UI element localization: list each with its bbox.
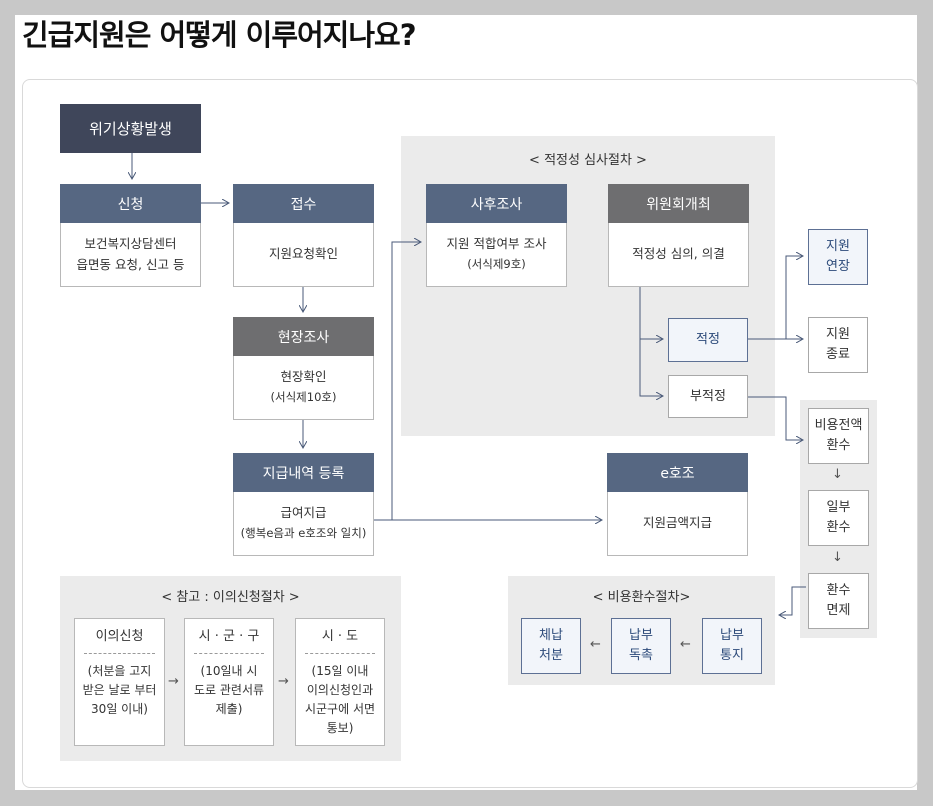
field-survey-line1: 현장확인	[280, 369, 327, 384]
refund-panel-title: < 비용환수절차>	[592, 590, 691, 605]
objection-step-2-header: 시 · 군 · 구	[198, 629, 260, 644]
objection-step-2-line1: (10일내 시	[200, 664, 258, 678]
start-box: 위기상황발생	[60, 104, 201, 153]
end-box: 지원 종료	[808, 317, 868, 373]
urge-line1: 납부	[629, 628, 653, 643]
full-refund-box: 비용전액 환수	[808, 408, 869, 464]
improper-box: 부적정	[668, 375, 748, 418]
end-line1: 지원	[826, 327, 850, 342]
objection-step-1-header: 이의신청	[95, 629, 144, 644]
objection-step-2	[184, 618, 274, 746]
receive-line1: 지원요청확인	[268, 246, 338, 261]
committee-line1: 적정성 심의, 의결	[632, 246, 725, 261]
ehojo-header: e호조	[607, 453, 748, 492]
objection-step-1	[74, 618, 165, 746]
partial-refund-box: 일부 환수	[808, 490, 869, 546]
notice-line1: 납부	[720, 628, 744, 643]
down-arrow-1: ↓	[832, 467, 843, 482]
field-survey-line2: (서식제10호)	[270, 390, 337, 404]
objection-step-1-line3: 30일 이내)	[91, 702, 148, 716]
payment-line1: 급여지급	[280, 505, 327, 520]
extend-box: 지원 연장	[808, 229, 868, 285]
right-arrow-1: →	[168, 674, 179, 689]
objection-step-2-divider	[194, 653, 264, 654]
field-survey-header: 현장조사	[233, 317, 374, 356]
receive-header: 접수	[233, 184, 374, 223]
full-refund-line2: 환수	[826, 438, 851, 453]
post-survey-line1: 지원 적합여부 조사	[446, 236, 547, 251]
payment-header: 지급내역 등록	[233, 453, 374, 492]
urge-box: 납부 독촉	[611, 618, 671, 674]
urge-line2: 독촉	[629, 648, 653, 663]
apply-header: 신청	[60, 184, 201, 223]
objection-step-3-line2: 이의신청인과	[306, 683, 374, 697]
dispose-line1: 체납	[539, 628, 563, 643]
extend-line1: 지원	[826, 239, 850, 254]
partial-refund-line2: 환수	[826, 520, 851, 535]
objection-step-3-line1: (15일 이내	[311, 664, 369, 678]
post-survey-header: 사후조사	[426, 184, 567, 223]
left-arrow-1: ←	[680, 637, 691, 652]
down-arrow-2: ↓	[832, 550, 843, 565]
refund-exempt-box: 환수 면제	[808, 573, 869, 629]
right-arrow-2: →	[278, 674, 289, 689]
objection-step-1-line2: 받은 날로 부터	[82, 683, 157, 697]
end-line2: 종료	[826, 347, 850, 362]
apply-line1: 보건복지상담센터	[84, 236, 177, 251]
partial-refund-line1: 일부	[826, 500, 851, 515]
objection-step-3-divider	[305, 653, 375, 654]
ehojo-line1: 지원금액지급	[642, 515, 712, 530]
objection-step-2-line2: 도로 관련서류	[193, 683, 265, 697]
review-panel-title: < 적정성 심사절차 >	[529, 153, 647, 168]
dispose-box: 체납 처분	[521, 618, 581, 674]
notice-line2: 통지	[720, 648, 744, 663]
refund-exempt-line1: 환수	[826, 583, 851, 598]
dispose-line2: 처분	[539, 648, 563, 663]
notice-box: 납부 통지	[702, 618, 762, 674]
objection-panel-title: < 참고 : 이의신청절차 >	[161, 590, 300, 605]
left-arrow-2: ←	[590, 637, 601, 652]
objection-step-3	[295, 618, 385, 746]
apply-line2: 읍면동 요청, 신고 등	[76, 257, 185, 272]
payment-line2: (행복e음과 e호조와 일치)	[240, 526, 367, 540]
page-title: 긴급지원은 어떻게 이루어지나요?	[22, 18, 417, 52]
refund-exempt-line2: 면제	[826, 603, 851, 618]
objection-step-3-header: 시 · 도	[321, 629, 359, 644]
proper-box: 적정	[668, 318, 748, 362]
extend-line2: 연장	[826, 259, 850, 274]
committee-header: 위원회개최	[608, 184, 749, 223]
objection-step-1-line1: (처분을 고지	[87, 664, 152, 678]
full-refund-line1: 비용전액	[814, 418, 863, 433]
objection-step-3-line4: 통보)	[326, 721, 354, 735]
objection-step-3-line3: 시군구에 서면	[304, 702, 376, 716]
objection-step-2-line3: 제출)	[215, 702, 243, 716]
post-survey-line2: (서식제9호)	[467, 257, 526, 271]
objection-step-1-divider	[84, 653, 155, 654]
